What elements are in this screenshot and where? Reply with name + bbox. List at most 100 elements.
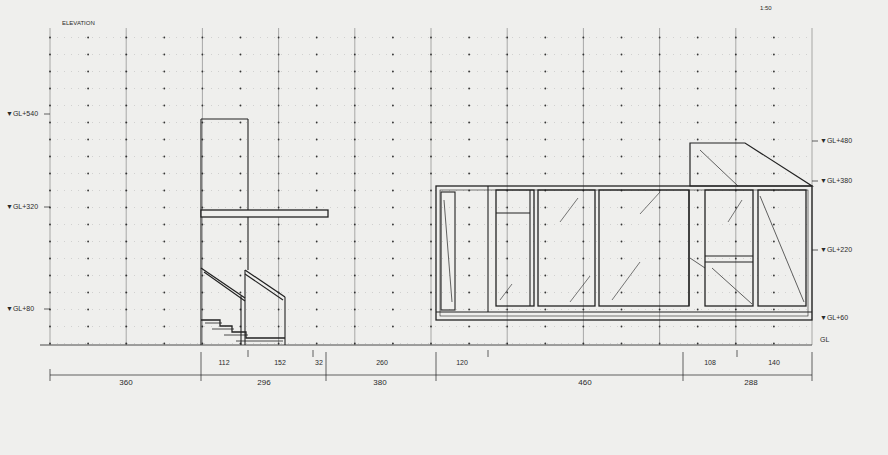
grid-line — [50, 224, 812, 225]
grid-dot — [240, 54, 242, 56]
grid-dot — [278, 139, 280, 141]
grid-dot — [468, 309, 470, 311]
grid-dot — [544, 258, 546, 260]
grid-dot — [392, 139, 394, 141]
grid-line — [50, 207, 812, 208]
grid-dot — [468, 37, 470, 39]
grid-dot — [354, 88, 356, 90]
grid-dot — [735, 105, 737, 107]
grid-dot — [163, 292, 165, 294]
grid-dot — [392, 258, 394, 260]
grid-dot — [621, 156, 623, 158]
grid-dot — [544, 309, 546, 311]
grid-dot — [354, 241, 356, 243]
grid-dot — [125, 275, 127, 277]
grid-dot — [621, 139, 623, 141]
grid-dot — [544, 88, 546, 90]
grid-dot — [544, 37, 546, 39]
grid-dot — [773, 207, 775, 209]
grid-dot — [735, 156, 737, 158]
grid-dot — [316, 207, 318, 209]
grid-dot — [278, 156, 280, 158]
grid-dot — [392, 207, 394, 209]
grid-dot — [392, 190, 394, 192]
grid-dot — [468, 173, 470, 175]
grid-dot — [316, 88, 318, 90]
grid-dot — [506, 326, 508, 328]
grid-dot — [87, 71, 89, 73]
grid-dot — [468, 326, 470, 328]
grid-dot — [278, 275, 280, 277]
grid-dot — [354, 122, 356, 124]
grid-dot — [87, 241, 89, 243]
grid-dot — [202, 105, 204, 107]
grid-dot — [163, 309, 165, 311]
grid-dot — [240, 207, 242, 209]
grid-dot — [468, 258, 470, 260]
grid-dot — [278, 343, 280, 345]
grid-dot — [697, 224, 699, 226]
grid-dot — [735, 309, 737, 311]
grid-dot — [316, 326, 318, 328]
grid-dot — [125, 309, 127, 311]
grid-dot — [278, 105, 280, 107]
grid-dot — [354, 292, 356, 294]
grid-dot — [583, 207, 585, 209]
grid-dot — [87, 258, 89, 260]
grid-dot — [163, 241, 165, 243]
dimension: 296 — [257, 379, 270, 387]
grid-dot — [506, 156, 508, 158]
grid-dot — [163, 105, 165, 107]
grid-dot — [468, 241, 470, 243]
grid-dot — [49, 343, 51, 345]
grid-dot — [49, 88, 51, 90]
grid-dot — [621, 54, 623, 56]
grid-dot — [316, 292, 318, 294]
grid-dot — [468, 292, 470, 294]
grid-dot — [544, 105, 546, 107]
grid-dot — [316, 343, 318, 345]
grid-line — [50, 122, 812, 123]
dimension: 152 — [274, 359, 286, 366]
grid-dot — [202, 190, 204, 192]
grid-dot — [392, 122, 394, 124]
grid-dot — [621, 88, 623, 90]
stair-tower — [201, 119, 328, 345]
grid-dot — [735, 292, 737, 294]
grid-dot — [125, 258, 127, 260]
grid-dot — [163, 258, 165, 260]
grid-dot — [735, 71, 737, 73]
grid-line — [50, 71, 812, 72]
grid-dot — [544, 224, 546, 226]
grid-dot — [392, 173, 394, 175]
grid-dot — [697, 139, 699, 141]
grid-dot — [621, 173, 623, 175]
grid-dot — [583, 275, 585, 277]
grid-dot — [316, 224, 318, 226]
grid-dot — [392, 241, 394, 243]
grid-dot — [278, 207, 280, 209]
grid-dot — [430, 173, 432, 175]
grid-dot — [354, 224, 356, 226]
grid-dot — [506, 292, 508, 294]
grid-dot — [354, 173, 356, 175]
grid-line — [50, 88, 812, 89]
grid-dot — [506, 173, 508, 175]
grid-dot — [430, 207, 432, 209]
grid-dot — [354, 37, 356, 39]
grid-dot — [506, 224, 508, 226]
grid-dot — [202, 292, 204, 294]
grid-dot — [430, 275, 432, 277]
grid-dot — [430, 71, 432, 73]
grid-dot — [621, 71, 623, 73]
grid-dot — [544, 207, 546, 209]
grid-dot — [430, 156, 432, 158]
grid-dot — [697, 173, 699, 175]
grid-dot — [773, 258, 775, 260]
grid-dot — [735, 275, 737, 277]
grid-dot — [125, 122, 127, 124]
grid-dot — [240, 224, 242, 226]
dimension-lines — [50, 350, 812, 381]
grid-dot — [659, 156, 661, 158]
